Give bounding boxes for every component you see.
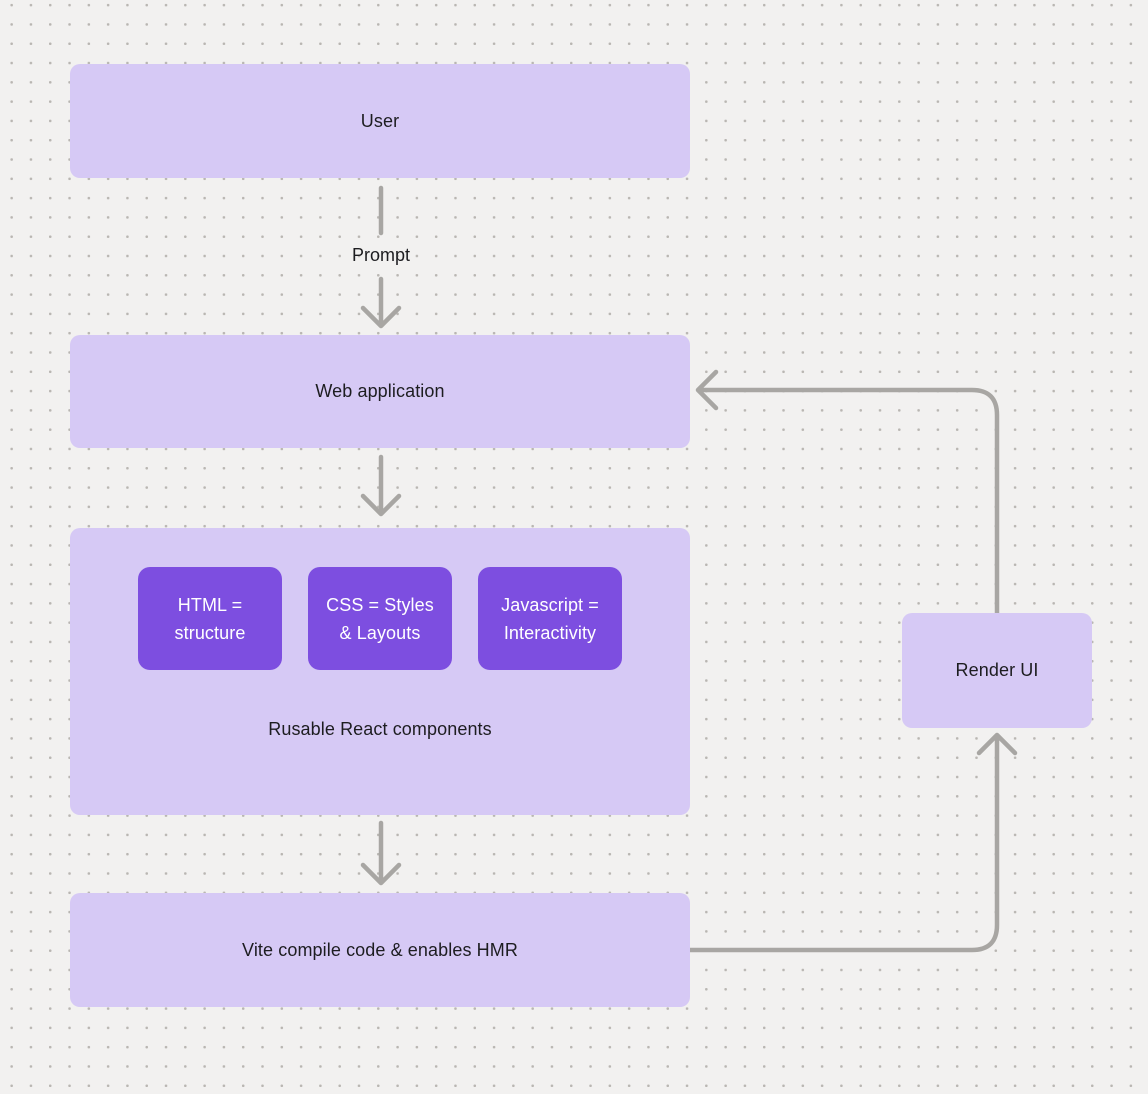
node-vite[interactable]: Vite compile code & enables HMR — [70, 893, 690, 1007]
edge-renderui-to-webapp[interactable] — [695, 369, 1000, 616]
node-html-label: HTML = structure — [174, 594, 246, 643]
node-web-application-label: Web application — [315, 381, 445, 401]
node-css-label: CSS = Styles & Layouts — [326, 594, 434, 643]
edge-label-prompt: Prompt — [351, 245, 411, 265]
edge-vite-to-renderui[interactable] — [687, 732, 1018, 953]
edge-webapp-to-components[interactable] — [360, 454, 402, 517]
node-components-group[interactable]: HTML = structure CSS = Styles & Layouts … — [70, 528, 690, 815]
node-render-ui[interactable]: Render UI — [902, 613, 1092, 728]
edge-components-to-vite[interactable] — [360, 820, 402, 886]
node-html[interactable]: HTML = structure — [138, 567, 282, 670]
node-vite-label: Vite compile code & enables HMR — [242, 939, 518, 960]
node-web-application[interactable]: Web application — [70, 335, 690, 448]
node-components-group-label: Rusable React components — [268, 719, 492, 739]
edge-user-to-webapp[interactable] — [360, 185, 402, 329]
node-user-label: User — [360, 110, 400, 131]
node-javascript-label: Javascript = Interactivity — [501, 594, 599, 643]
node-css[interactable]: CSS = Styles & Layouts — [308, 567, 452, 670]
node-user[interactable]: User — [70, 64, 690, 178]
node-javascript[interactable]: Javascript = Interactivity — [478, 567, 622, 670]
node-render-ui-label: Render UI — [955, 660, 1039, 680]
